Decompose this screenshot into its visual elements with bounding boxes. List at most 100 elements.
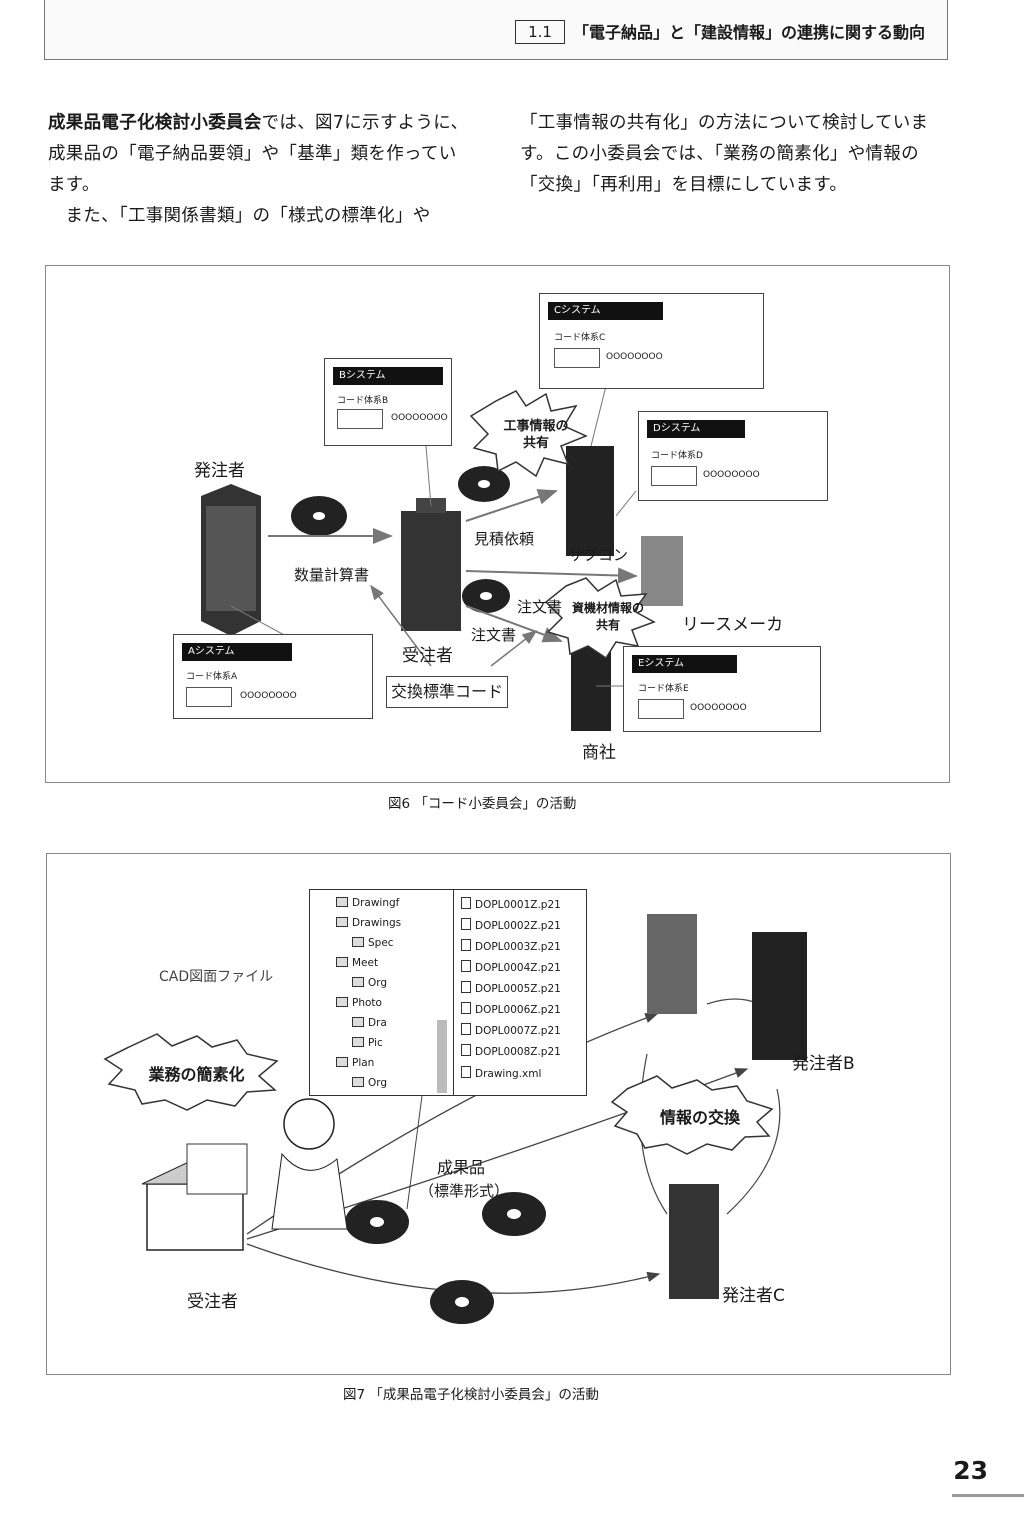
callout-line-c — [590, 385, 607, 447]
orderer-building — [201, 484, 261, 636]
system-panel-e: Eシステム コード体系E OOOOOOOO — [623, 646, 821, 732]
burst-label-2: 資機材情報の共有 — [571, 601, 644, 632]
label-order-1: 注文書 — [517, 598, 563, 616]
folder-icon — [352, 937, 364, 947]
running-header: 1.1 「電子納品」と「建設情報」の連携に関する動向 — [44, 0, 948, 60]
tree-item: Drawings — [336, 917, 401, 929]
file-item: DOPL0003Z.p21 — [461, 939, 561, 953]
file-icon — [461, 939, 471, 951]
cd-disc-1 — [291, 496, 347, 536]
file-icon — [461, 1023, 471, 1035]
burst-exchange — [610, 1075, 774, 1155]
emphasis-committee: 成果品電子化検討小委員会 — [48, 113, 262, 133]
burst-simplify — [103, 1033, 279, 1111]
file-item: DOPL0006Z.p21 — [461, 1002, 561, 1016]
arrow-code-1 — [370, 584, 432, 667]
file-list: DOPL0001Z.p21 DOPL0002Z.p21 DOPL0003Z.p2… — [457, 890, 585, 1095]
paragraph-2: また、「工事関係書類」の「様式の標準化」や — [65, 206, 431, 226]
burst-label-1: 工事情報の共有 — [503, 419, 569, 451]
label-estimate: 見積依頼 — [474, 530, 535, 548]
section-number: 1.1 — [515, 20, 565, 44]
callout-line-b — [425, 445, 432, 507]
label-contractor: 受注者 — [402, 646, 453, 666]
folder-icon — [352, 1037, 364, 1047]
label-deliverable: 成果品 — [437, 1158, 486, 1177]
tree-item: Plan — [336, 1057, 374, 1069]
scrollbar — [437, 1020, 447, 1093]
system-panel-b: Bシステム コード体系B OOOOOOOO — [324, 358, 452, 446]
figure-6-caption: 図6 「コード小委員会」の活動 — [388, 796, 577, 812]
cd-disc-c — [430, 1280, 494, 1324]
arc-b-c — [726, 1088, 781, 1215]
tree-item: Org — [352, 977, 387, 989]
page-number: 23 — [953, 1456, 988, 1485]
tree-item: Org — [352, 1077, 387, 1089]
worker-body — [271, 1152, 348, 1230]
label-subcon: サブコン — [568, 546, 629, 564]
text-column-left: 成果品電子化検討小委員会では、図7に示すように、成果品の「電子納品要領」や「基準… — [48, 108, 473, 232]
file-item: DOPL0008Z.p21 — [461, 1044, 561, 1058]
figure-7-drawing — [103, 914, 807, 1324]
file-item: DOPL0001Z.p21 — [461, 897, 561, 911]
callout-line-a — [230, 605, 287, 637]
burst-shape-1 — [469, 390, 588, 478]
tree-item: Meet — [336, 957, 378, 969]
file-item: DOPL0007Z.p21 — [461, 1023, 561, 1037]
exchange-code-box: 交換標準コード — [386, 676, 508, 708]
text-column-right: 「工事情報の共有化」の方法について検討しています。この小委員会では、「業務の簡素… — [520, 108, 948, 201]
folder-tree: Drawingf Drawings Spec Meet Org Photo Dr… — [310, 890, 454, 1095]
label-cad-files: CAD図面ファイル — [159, 969, 274, 985]
label-trading: 商社 — [582, 743, 616, 763]
cd-disc-b — [482, 1192, 546, 1236]
callout-line-deliverable — [406, 1095, 423, 1210]
cd-disc-3 — [462, 579, 510, 613]
folder-icon — [336, 897, 348, 907]
system-panel-d: Dシステム コード体系D OOOOOOOO — [638, 411, 828, 501]
label-orderer-c: 発注者C — [722, 1286, 785, 1306]
orderer-b-building — [752, 932, 807, 1060]
cd-disc-2 — [458, 466, 510, 502]
file-item: DOPL0005Z.p21 — [461, 981, 561, 995]
burst-label-simplify: 業務の簡素化 — [148, 1065, 245, 1084]
arrow-order2 — [465, 605, 563, 643]
file-explorer-window: Drawingf Drawings Spec Meet Org Photo Dr… — [309, 889, 587, 1096]
computer-monitor — [186, 1143, 248, 1195]
folder-icon — [352, 1017, 364, 1027]
figure-7-caption: 図7 「成果品電子化検討小委員会」の活動 — [343, 1387, 599, 1403]
label-orderer: 発注者 — [194, 461, 245, 481]
orderer-c-building — [669, 1184, 719, 1299]
tree-item: Drawingf — [336, 897, 399, 909]
file-icon — [461, 1044, 471, 1056]
figure-6-drawing — [201, 385, 683, 731]
section-title: 「電子納品」と「建設情報」の連携に関する動向 — [573, 23, 926, 42]
file-icon — [461, 1002, 471, 1014]
file-item: DOPL0002Z.p21 — [461, 918, 561, 932]
label-orderer-b: 発注者B — [792, 1054, 855, 1074]
label-quantity: 数量計算書 — [294, 566, 370, 584]
folder-icon — [336, 1057, 348, 1067]
tree-item: Pic — [352, 1037, 383, 1049]
burst-label-exchange: 情報の交換 — [659, 1108, 740, 1127]
tree-item: Dra — [352, 1017, 387, 1029]
lease-building — [641, 536, 683, 606]
folder-icon — [352, 1077, 364, 1087]
arrow-code-2 — [490, 630, 538, 667]
figure-7: CAD図面ファイル Drawingf Drawings Spec Meet Or… — [46, 853, 951, 1375]
file-icon — [461, 918, 471, 930]
label-lease: リースメーカ — [682, 615, 784, 635]
paragraph-1: 成果品電子化検討小委員会では、図7に示すように、成果品の「電子納品要領」や「基準… — [48, 113, 469, 195]
folder-icon — [336, 957, 348, 967]
file-icon — [461, 960, 471, 972]
label-order-2: 注文書 — [471, 626, 517, 644]
folder-icon — [336, 997, 348, 1007]
cd-disc-a — [345, 1200, 409, 1244]
orderer-a-building — [647, 914, 697, 1014]
contractor-building — [401, 498, 461, 631]
file-icon — [461, 897, 471, 909]
file-item: DOPL0004Z.p21 — [461, 960, 561, 974]
subcon-building — [566, 446, 614, 556]
arc-a-b — [706, 998, 760, 1005]
worker-head — [283, 1098, 335, 1150]
label-contractor-7: 受注者 — [187, 1292, 238, 1312]
label-std-format: （標準形式） — [419, 1182, 510, 1200]
